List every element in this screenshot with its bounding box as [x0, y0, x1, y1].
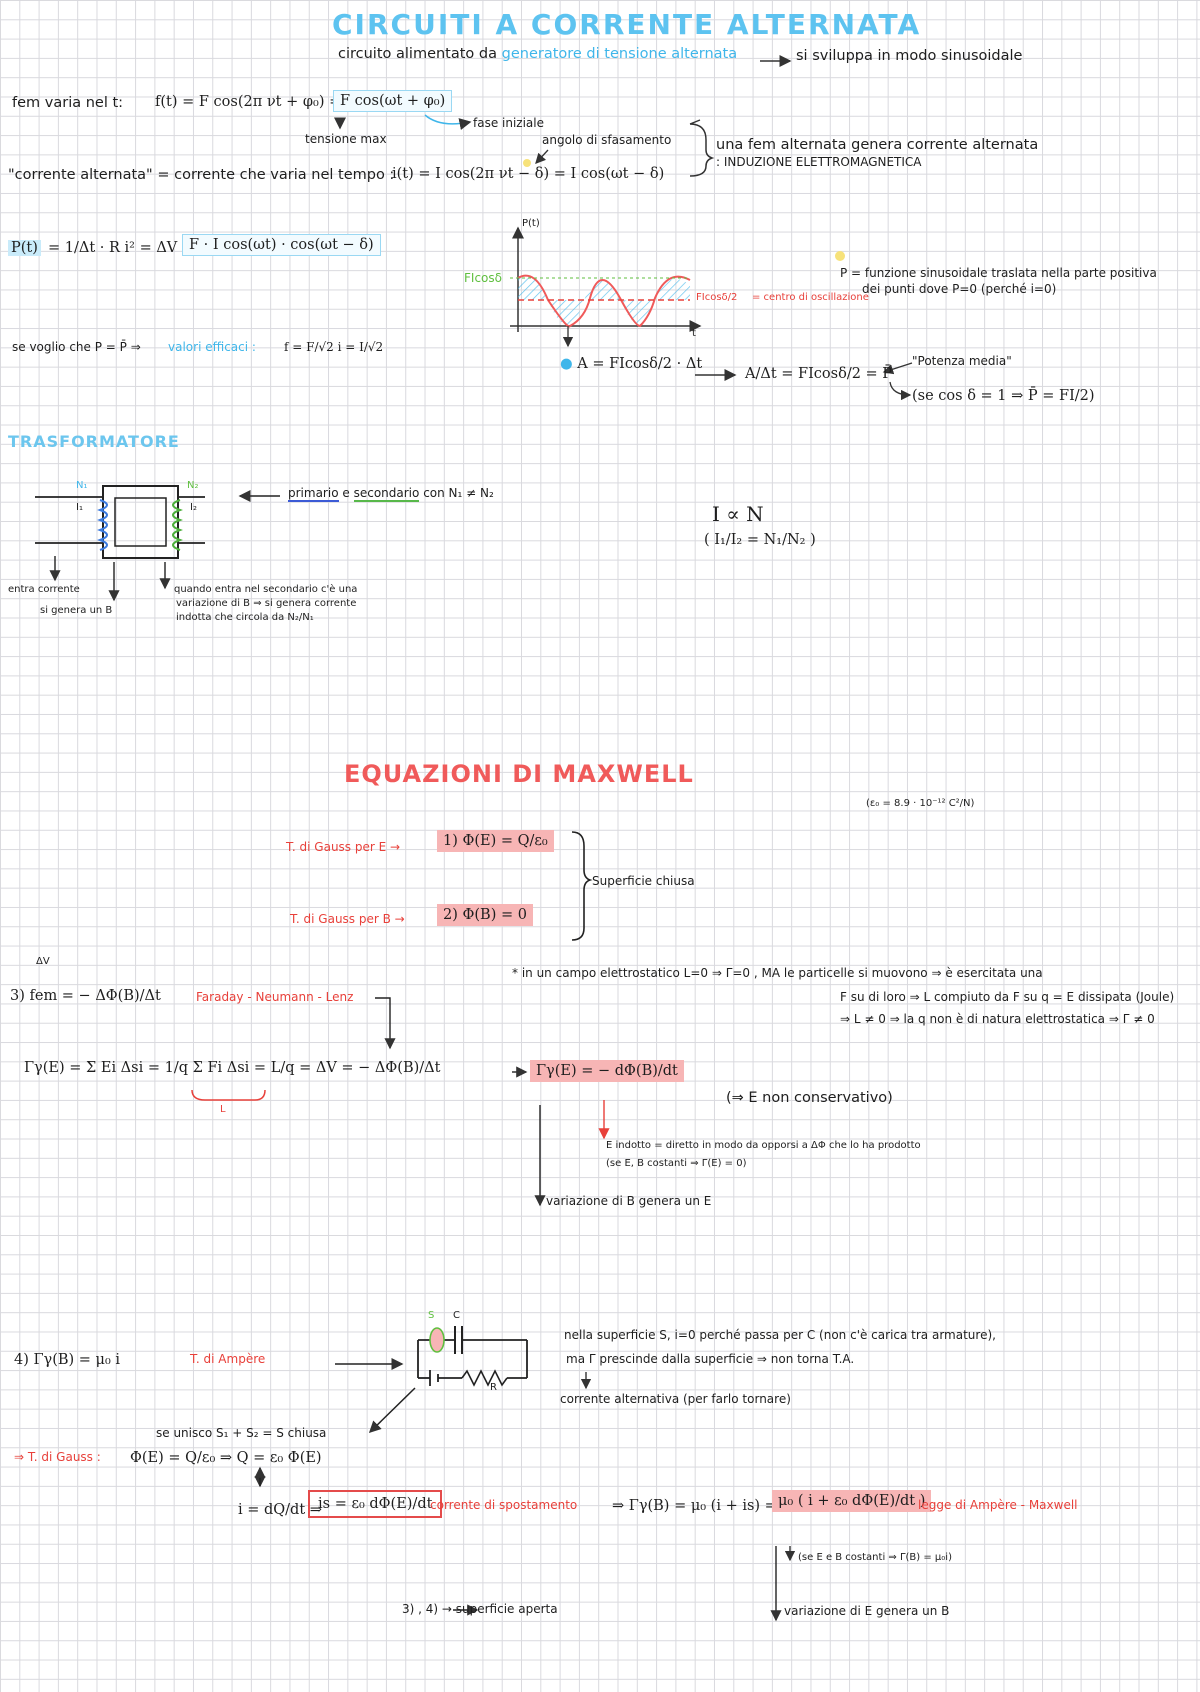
p-note-2: dei punti dove P=0 (perché i=0): [862, 282, 1057, 296]
gauss-e-label: T. di Gauss per E →: [286, 840, 401, 854]
ampere-label: T. di Ampère: [190, 1352, 266, 1366]
i1-label: I₁: [76, 502, 83, 513]
power-label: P(t): [8, 240, 41, 256]
subtitle-part-b: generatore di tensione alternata: [501, 46, 738, 62]
entra-1: entra corrente: [8, 584, 80, 595]
circuit-r-label: R: [490, 1382, 497, 1393]
ratio-label: ( I₁/I₂ = N₁/N₂ ): [704, 532, 816, 548]
transformer-title: TRASFORMATORE: [8, 432, 180, 451]
area-equation-text: A = FIcosδ/2 · Δt: [577, 356, 703, 372]
circuit-c-label: C: [453, 1310, 460, 1321]
superficie-note-1: nella superficie S, i=0 perché passa per…: [564, 1328, 996, 1342]
avg-case: (se cos δ = 1 ⇒ P̄ = FI/2): [912, 388, 1095, 404]
quando-1: quando entra nel secondario c'è una: [174, 584, 358, 595]
primario-label: primario: [288, 486, 339, 502]
note-fem-alternata: una fem alternata genera corrente altern…: [716, 137, 1039, 153]
subtitle-part-c: si sviluppa in modo sinusoidale: [796, 48, 1023, 64]
angolo-label: angolo di sfasamento: [542, 133, 672, 147]
power-graph: [510, 226, 702, 348]
circulation-equation: Γγ(E) = Σ Ei Δsi = 1/q Σ Fi Δsi = L/q = …: [24, 1060, 441, 1076]
graph-level-label: FIcosδ: [464, 271, 502, 285]
ampere-maxwell-eq-2: μ₀ ( i + ε₀ dΦ(E)/dt ): [772, 1490, 932, 1512]
note-elettrostatico-3: ⇒ L ≠ 0 ⇒ la q non è di natura elettrost…: [840, 1012, 1155, 1026]
gauss-again-label: ⇒ T. di Gauss :: [14, 1450, 101, 1464]
circulation-boxed: Γγ(E) = − dΦ(B)/dt: [530, 1060, 684, 1082]
superficie-aperta: 3) , 4) → superficie aperta: [402, 1602, 558, 1616]
non-conservativo: (⇒ E non conservativo): [726, 1090, 893, 1106]
entra-2: si genera un B: [40, 605, 113, 616]
maxwell-title: EQUAZIONI DI MAXWELL: [344, 760, 694, 788]
gauss-b-equation: 2) Φ(B) = 0: [437, 904, 533, 926]
graph-mid-label: FIcosδ/2: [696, 292, 738, 303]
dv-label: ΔV: [36, 956, 50, 967]
secondario-label: secondario: [353, 486, 420, 502]
graph-mid-note: = centro di oscillazione: [752, 292, 869, 303]
fase-label: fase iniziale: [473, 116, 545, 130]
superficie-chiusa: Superficie chiusa: [592, 874, 695, 888]
quando-2: variazione di B ⇒ si genera corrente: [176, 598, 357, 609]
circulation-l: L: [220, 1104, 226, 1115]
page-title: CIRCUITI A CORRENTE ALTERNATA: [332, 8, 922, 41]
gauss-again-equation: Φ(E) = Q/ε₀ ⇒ Q = ε₀ Φ(E): [130, 1450, 322, 1466]
fnl-label: Faraday - Neumann - Lenz: [196, 990, 354, 1004]
fem-boxed: F cos(ωt + φ₀): [333, 90, 453, 112]
fem3-equation: 3) fem = − ΔΦ(B)/Δt: [10, 988, 161, 1004]
indotto-2: (se E, B costanti ⇒ Γ(E) = 0): [606, 1158, 747, 1169]
corrente-equation: i(t) = I cos(2π νt − δ) = I cos(ωt − δ): [392, 166, 665, 182]
avg-equation: A/Δt = FIcosδ/2 = P̄: [745, 366, 893, 382]
capacitor-circuit: [417, 1326, 528, 1387]
ampere-maxwell-label: legge di Ampère - Maxwell: [918, 1498, 1078, 1512]
graph-t-label: t: [692, 328, 696, 339]
unisco-label: se unisco S₁ + S₂ = S chiusa: [156, 1426, 327, 1440]
eff-label: se voglio che P = P̄ ⇒: [12, 340, 141, 354]
note-elettrostatico-1: * in un campo elettrostatico L=0 ⇒ Γ=0 ,…: [512, 966, 1043, 980]
n1-label: N₁: [76, 480, 88, 491]
gauss-e-equation: 1) Φ(E) = Q/ε₀: [437, 830, 554, 852]
e-label: e: [342, 486, 350, 500]
tensione-label: tensione max: [305, 132, 387, 146]
con-label: con N₁ ≠ N₂: [423, 486, 494, 500]
p-note-1: P = funzione sinusoidale traslata nella …: [840, 266, 1157, 280]
transformer-diagram: [35, 485, 280, 602]
power-boxed: F · I cos(ωt) · cos(ωt − δ): [182, 234, 381, 256]
n2-label: N₂: [187, 480, 199, 491]
ampere-maxwell-eq-1: ⇒ Γγ(B) = μ₀ (i + is) =: [612, 1498, 777, 1514]
transformer-desc: primario e secondario con N₁ ≠ N₂: [288, 486, 494, 502]
current-equation: i = dQ/dt ⇒: [238, 1502, 322, 1518]
i2-label: I₂: [190, 502, 197, 513]
prop-label: I ∝ N: [712, 502, 764, 526]
displacement-current-boxed: is = ε₀ dΦ(E)/dt: [308, 1490, 443, 1518]
gauss-b-label: T. di Gauss per B →: [290, 912, 405, 926]
area-equation: ● A = FIcosδ/2 · Δt: [560, 356, 703, 372]
corrente-alternativa: corrente alternativa (per farlo tornare): [560, 1392, 791, 1406]
epsilon-label: (ε₀ = 8.9 · 10⁻¹² C²/N): [866, 798, 975, 809]
variazione-e: variazione di E genera un B: [784, 1604, 950, 1618]
corrente-label: "corrente alternata" = corrente che vari…: [8, 167, 395, 183]
subtitle: circuito alimentato da generatore di ten…: [338, 46, 737, 62]
fem-equation: f(t) = F cos(2π νt + φ₀) =: [155, 94, 342, 110]
avg-label: "Potenza media": [912, 354, 1012, 368]
variazione-b: variazione di B genera un E: [546, 1194, 712, 1208]
costanti-note: (se E e B costanti ⇒ Γ(B) = μ₀i): [798, 1552, 952, 1563]
graph-y-label: P(t): [522, 218, 540, 229]
eff-equation: f = F/√2 i = I/√2: [284, 340, 384, 354]
circuit-s-label: S: [428, 1310, 435, 1321]
ampere-equation: 4) Γγ(B) = μ₀ i: [14, 1352, 121, 1368]
note-induzione: : INDUZIONE ELETTROMAGNETICA: [716, 155, 922, 169]
spostamento-label: corrente di spostamento: [430, 1498, 578, 1512]
eff-link: valori efficaci :: [168, 340, 256, 354]
fem-label: fem varia nel t:: [12, 95, 124, 111]
superficie-note-2: ma Γ prescinde dalla superficie ⇒ non to…: [566, 1352, 855, 1366]
quando-3: indotta che circola da N₂/N₁: [176, 612, 314, 623]
note-elettrostatico-2: F su di loro ⇒ L compiuto da F su q = E …: [840, 990, 1175, 1004]
subtitle-part-a: circuito alimentato da: [338, 46, 498, 62]
indotto-1: E indotto = diretto in modo da opporsi a…: [606, 1140, 921, 1151]
